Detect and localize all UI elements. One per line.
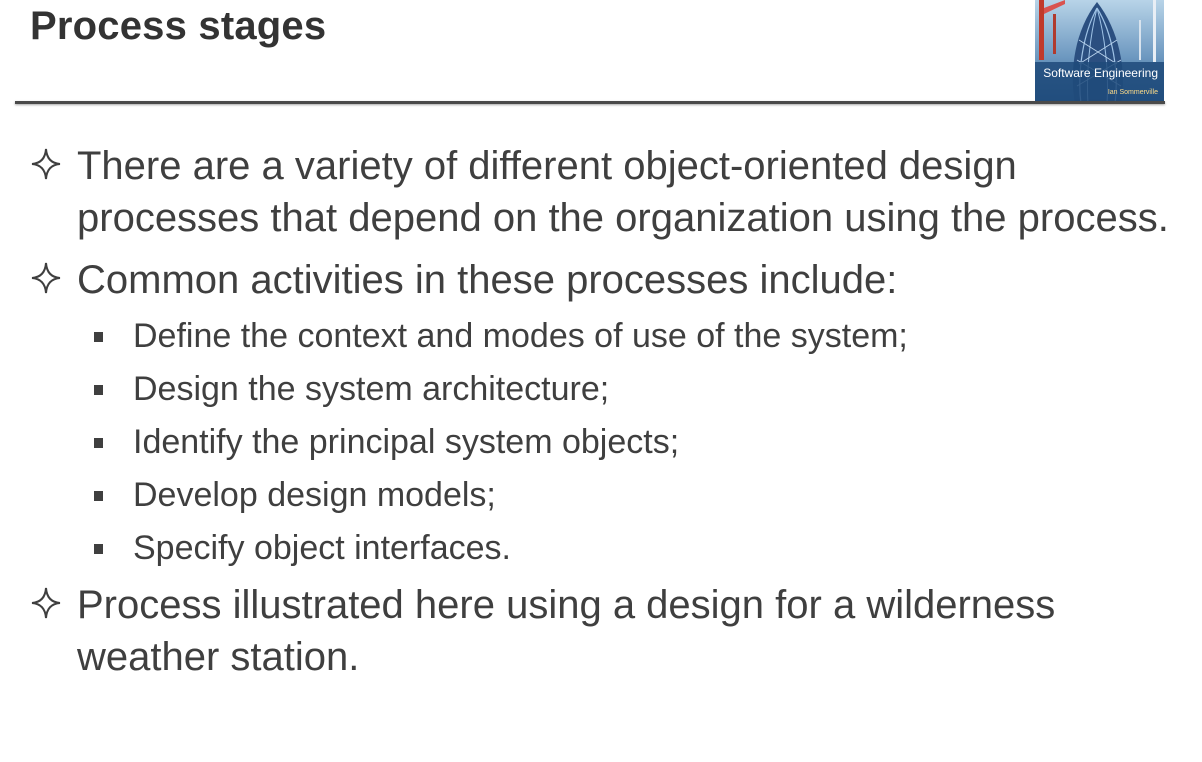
sub-bullet-text: Identify the principal system objects; xyxy=(133,423,680,461)
sub-bullet-list: Define the context and modes of use of t… xyxy=(30,310,1170,575)
gherkin-building-icon xyxy=(1035,0,1164,104)
sub-bullet-item: Specify object interfaces. xyxy=(30,522,1170,575)
sub-bullet-item: Design the system architecture; xyxy=(30,363,1170,416)
book-cover-logo: Software Engineering Ian Sommerville xyxy=(1035,0,1164,104)
bullet-text: There are a variety of different object-… xyxy=(77,144,1169,240)
bullet-text: Common activities in these processes inc… xyxy=(77,258,898,302)
book-title: Software Engineering xyxy=(1043,66,1158,80)
sub-bullet-item: Develop design models; xyxy=(30,469,1170,522)
bullet-text: Process illustrated here using a design … xyxy=(77,583,1056,679)
sub-bullet-item: Identify the principal system objects; xyxy=(30,416,1170,469)
square-bullet-icon xyxy=(94,491,103,501)
four-point-star-icon xyxy=(31,148,61,180)
sub-bullet-text: Design the system architecture; xyxy=(133,370,610,408)
sub-bullet-item: Define the context and modes of use of t… xyxy=(30,310,1170,363)
four-point-star-icon xyxy=(31,587,61,619)
bullet-item: Common activities in these processes inc… xyxy=(30,254,1170,306)
sub-bullet-text: Define the context and modes of use of t… xyxy=(133,317,908,355)
bullet-list: There are a variety of different object-… xyxy=(30,140,1170,683)
book-author: Ian Sommerville xyxy=(1107,89,1158,96)
square-bullet-icon xyxy=(94,385,103,395)
slide-title: Process stages xyxy=(30,4,327,48)
square-bullet-icon xyxy=(94,544,103,554)
bullet-item: There are a variety of different object-… xyxy=(30,140,1170,244)
four-point-star-icon xyxy=(31,262,61,294)
sub-bullet-text: Develop design models; xyxy=(133,476,496,514)
bullet-item: Process illustrated here using a design … xyxy=(30,579,1170,683)
square-bullet-icon xyxy=(94,332,103,342)
title-divider xyxy=(15,101,1165,104)
sub-bullet-text: Specify object interfaces. xyxy=(133,529,511,567)
square-bullet-icon xyxy=(94,438,103,448)
